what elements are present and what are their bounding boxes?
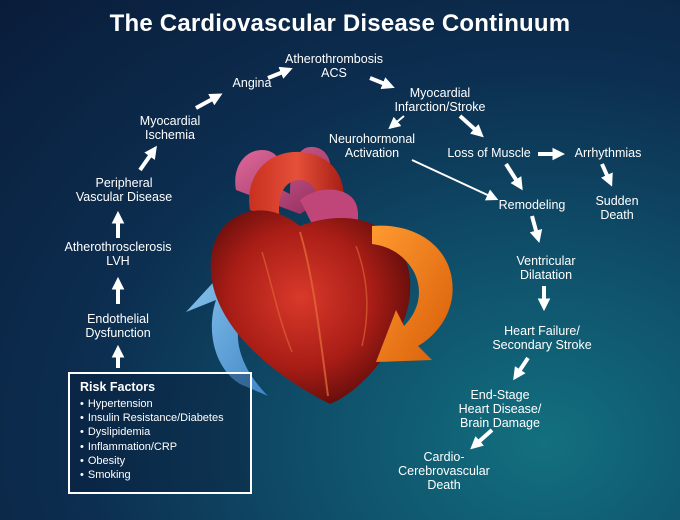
flow-arrows xyxy=(111,66,613,450)
node-line: Activation xyxy=(344,146,400,160)
node-endothelial-dysfunction: Endothelial Dysfunction xyxy=(85,312,150,340)
coronary-vessel xyxy=(355,245,368,347)
node-heart-failure-secondary-stroke: Heart Failure/ Secondary Stroke xyxy=(492,324,591,352)
page-title: The Cardiovascular Disease Continuum xyxy=(109,10,571,37)
node-line: Cerebrovascular xyxy=(398,464,490,478)
node-arrhythmias: Arrhythmias xyxy=(575,146,642,160)
arrow-arrhythmias-to-sudden xyxy=(600,163,613,187)
arrow-end-stage-to-death xyxy=(470,428,494,450)
arrow-infarction-to-neurohormonal xyxy=(388,115,405,130)
node-cardio-cerebrovascular-death: Cardio- Cerebrovascular Death xyxy=(398,450,490,492)
node-line: Ischemia xyxy=(144,128,196,142)
node-line: Cardio- xyxy=(423,450,465,464)
blue-circulation-arrow xyxy=(186,262,268,396)
node-atherothrombosis-acs: Atherothrombosis ACS xyxy=(285,52,383,80)
risk-factor-item: Smoking xyxy=(80,468,240,482)
risk-factor-item: Obesity xyxy=(80,454,240,468)
risk-factors-title: Risk Factors xyxy=(80,380,156,394)
node-line: Death xyxy=(600,208,634,222)
arrow-infarction-to-loss xyxy=(458,114,484,138)
node-end-stage-heart-disease: End-Stage Heart Disease/ Brain Damage xyxy=(459,388,542,430)
node-line: Dilatation xyxy=(519,268,573,282)
node-myocardial-ischemia: Myocardial Ischemia xyxy=(140,114,200,142)
node-myocardial-infarction-stroke: Myocardial Infarction/Stroke xyxy=(394,86,485,114)
node-line: Atherothrombosis xyxy=(285,52,383,66)
risk-factor-item: Inflammation/CRP xyxy=(80,440,240,454)
node-line: Neurohormonal xyxy=(328,132,416,146)
arrow-acs-to-infarction xyxy=(369,76,395,90)
node-line: Arrhythmias xyxy=(574,146,642,160)
node-line: Myocardial xyxy=(409,86,471,100)
arrow-peripheral-to-ischemia xyxy=(138,145,157,172)
node-line: Dysfunction xyxy=(85,326,151,340)
risk-factors-list: Hypertension Insulin Resistance/Diabetes… xyxy=(80,397,240,482)
node-peripheral-vascular-disease: Peripheral Vascular Disease xyxy=(76,176,172,204)
node-line: Infarction/Stroke xyxy=(394,100,486,114)
node-line: ACS xyxy=(321,66,347,80)
node-line: Angina xyxy=(232,76,272,90)
arrow-heart-failure-to-end-stage xyxy=(513,356,530,381)
arrow-ischemia-to-angina xyxy=(195,93,223,110)
risk-factor-item: Insulin Resistance/Diabetes xyxy=(80,411,240,425)
node-line: Brain Damage xyxy=(460,416,540,430)
node-line: End-Stage xyxy=(470,388,530,402)
node-loss-of-muscle: Loss of Muscle xyxy=(447,146,530,160)
arrow-loss-to-remodeling xyxy=(504,162,523,191)
node-line: Atherothrosclerosis xyxy=(64,240,172,254)
node-line: Heart Disease/ xyxy=(458,402,542,416)
node-remodeling: Remodeling xyxy=(499,198,566,212)
node-ventricular-dilatation: Ventricular Dilatation xyxy=(516,254,575,282)
coronary-vessel xyxy=(299,231,329,397)
arrow-angina-to-acs xyxy=(267,66,293,80)
risk-factor-item: Dyslipidemia xyxy=(80,425,240,439)
node-line: Myocardial xyxy=(139,114,201,128)
node-angina: Angina xyxy=(233,76,272,90)
coronary-vessel xyxy=(261,251,293,353)
node-line: Sudden xyxy=(595,194,639,208)
node-line: Remodeling xyxy=(498,198,566,212)
arrow-remodeling-to-dilatation xyxy=(529,215,543,243)
node-line: Peripheral xyxy=(95,176,153,190)
node-line: Ventricular xyxy=(516,254,576,268)
node-line: Endothelial xyxy=(87,312,149,326)
node-sudden-death: Sudden Death xyxy=(595,194,638,222)
arrow-neurohormonal-to-remodeling xyxy=(411,159,499,201)
node-line: Death xyxy=(427,478,461,492)
node-neurohormonal-activation: Neurohormonal Activation xyxy=(329,132,415,160)
orange-circulation-arrow xyxy=(372,225,453,362)
risk-factor-item: Hypertension xyxy=(80,397,240,411)
risk-factors-box: Risk Factors Hypertension Insulin Resist… xyxy=(68,372,252,494)
node-line: Loss of Muscle xyxy=(447,146,531,160)
node-line: Heart Failure/ xyxy=(504,324,580,338)
node-line: LVH xyxy=(106,254,130,268)
node-atherosclerosis-lvh: Atherothrosclerosis LVH xyxy=(65,240,172,268)
heart-illustration-icon xyxy=(186,146,453,404)
node-line: Vascular Disease xyxy=(75,190,173,204)
node-line: Secondary Stroke xyxy=(492,338,592,352)
